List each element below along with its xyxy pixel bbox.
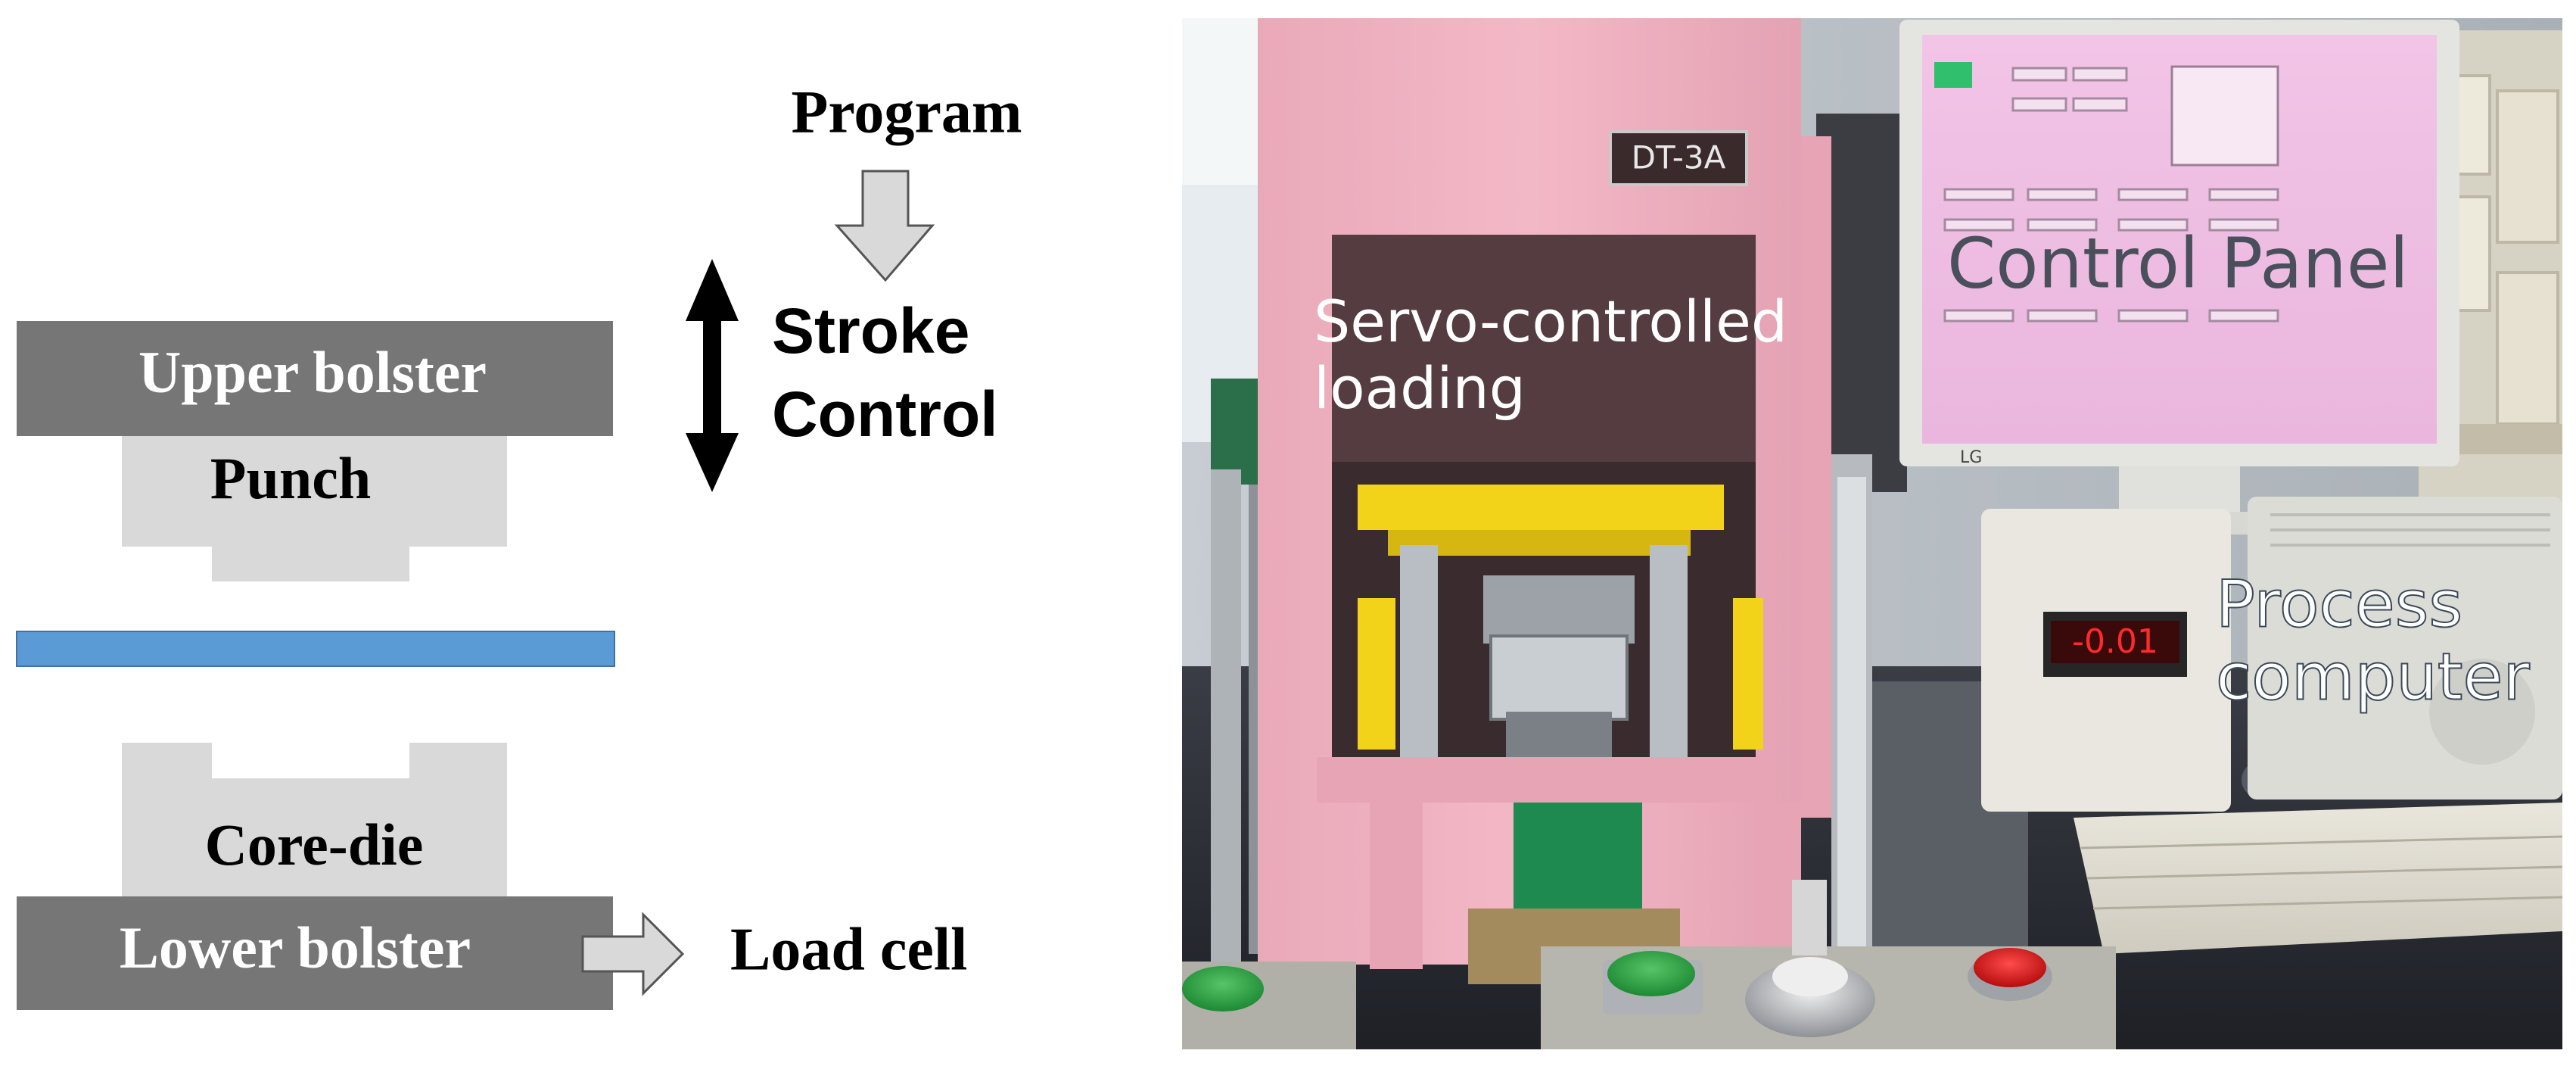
upper-bolster <box>17 321 613 436</box>
core-die <box>122 743 507 896</box>
monitor: LG <box>1899 20 2459 535</box>
stroke-control-label-2: Control <box>772 379 998 450</box>
upper-bolster-label: Upper bolster <box>138 339 487 405</box>
punch <box>122 436 507 581</box>
lower-bolster <box>17 896 613 1010</box>
photo: DT-3A LG <box>1182 18 2562 1049</box>
keyboard <box>2074 803 2562 954</box>
servo-label-1: Servo-controlled <box>1314 288 1787 355</box>
monitor-brand: LG <box>1960 448 1982 467</box>
process-computer-label-1: Process <box>2216 566 2462 642</box>
punch-label: Punch <box>210 445 371 511</box>
front-control-box <box>1182 880 2116 1049</box>
load-cell-label: Load cell <box>730 916 967 983</box>
press-plate-label: DT-3A <box>1632 139 1726 176</box>
process-computer: -0.01 <box>1981 497 2562 812</box>
schematic: Upper bolster Punch Core-die Lower bolst… <box>16 79 1022 1010</box>
lower-bolster-label: Lower bolster <box>120 915 471 980</box>
program-arrow <box>834 170 935 282</box>
servo-label-2: loading <box>1314 354 1526 422</box>
sheet-blank <box>16 631 615 667</box>
servo-press <box>1258 18 1831 984</box>
press-plate <box>1609 130 1748 186</box>
load-cell-arrow <box>581 912 685 996</box>
process-display-value: -0.01 <box>2072 622 2158 661</box>
core-die-label: Core-die <box>205 812 424 877</box>
stroke-control-label-1: Stroke <box>772 295 969 366</box>
program-label: Program <box>791 79 1022 145</box>
control-panel-label: Control Panel <box>1947 223 2409 304</box>
process-computer-label-2: computer <box>2216 639 2530 715</box>
stroke-double-arrow <box>686 259 739 492</box>
